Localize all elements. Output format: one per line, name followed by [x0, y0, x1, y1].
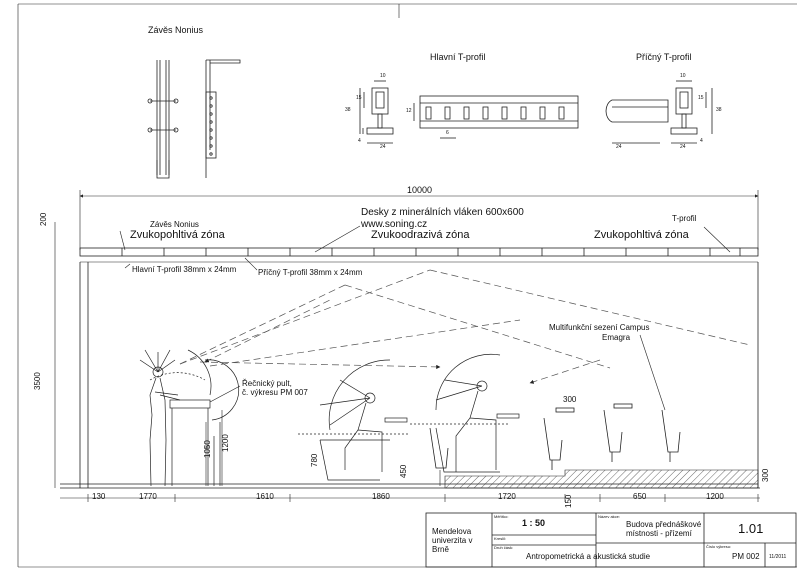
panels-label: Desky z minerálních vláken 600x600 — [361, 207, 524, 218]
ceiling-height-dimension: 200 — [39, 212, 48, 226]
cross-dim-38: 38 — [716, 107, 722, 113]
suspended-ceiling — [79, 247, 759, 263]
height-300-desk: 300 — [563, 395, 577, 404]
t-profile-label: T-profil — [672, 214, 697, 223]
reflective-zone: Zvukoodrazivá zóna — [371, 229, 470, 241]
absorbing-zone-right: Zvukopohltivá zóna — [594, 229, 689, 241]
speaker-figure — [139, 349, 240, 487]
institution-line2: univerzita v — [432, 536, 473, 545]
podium-label-line1: Řečnický pult, — [242, 379, 292, 388]
drawing-number-caption: Číslo výkresu: — [706, 544, 732, 549]
cross-dim-10: 10 — [680, 73, 686, 79]
chair-rows — [429, 403, 681, 470]
part-value: Antropometrická a akustická studie — [526, 552, 651, 561]
dim-130: 130 — [92, 492, 106, 501]
sound-reflection-lines — [179, 269, 751, 384]
dim-1860: 1860 — [372, 492, 390, 501]
main-dim-10: 10 — [380, 73, 386, 79]
cross-profile-title: Příčný T-profil — [636, 52, 692, 62]
main-profile-title: Hlavní T-profil — [430, 52, 486, 62]
drawing-number: PM 002 — [732, 552, 760, 561]
seating-label-line2: Emagra — [602, 333, 631, 342]
scale-value: 1 : 50 — [522, 518, 546, 528]
seating-label-line1: Multifunkční sezení Campus — [549, 323, 650, 332]
building-line1: Budova přednáškové — [626, 520, 702, 529]
title-block-frame — [425, 512, 797, 568]
seated-figure-2 — [410, 353, 520, 473]
cross-dim-4: 4 — [700, 138, 703, 144]
dim-1610: 1610 — [256, 492, 274, 501]
leader-lines — [54, 222, 760, 502]
nonius-detail-title: Závěs Nonius — [148, 25, 204, 35]
cross-t-profile-detail — [605, 80, 713, 144]
height-780: 780 — [310, 453, 319, 467]
institution-line1: Mendelova — [432, 527, 472, 536]
tiered-floor — [444, 469, 759, 489]
nonius-label: Závěs Nonius — [150, 220, 199, 229]
main-dim-12: 12 — [406, 108, 412, 114]
main-t-profile-detail — [359, 80, 579, 144]
height-1050: 1050 — [203, 440, 212, 458]
height-1200: 1200 — [221, 434, 230, 452]
total-width-dimension: 10000 — [407, 185, 433, 195]
main-dim-15: 15 — [356, 95, 362, 101]
dim-650: 650 — [633, 492, 647, 501]
seated-figure-1 — [298, 359, 410, 481]
main-dim-38: 38 — [345, 107, 351, 113]
cross-dim-15: 15 — [698, 95, 704, 101]
main-dim-24: 24 — [380, 144, 386, 150]
dim-1200: 1200 — [706, 492, 724, 501]
dim-1720: 1720 — [498, 492, 516, 501]
website-label: www.soning.cz — [361, 219, 428, 230]
sheet-number: 1.01 — [738, 521, 764, 536]
building-line2: místnosti - přízemí — [626, 529, 692, 538]
main-dim-4: 4 — [358, 138, 361, 144]
room-section — [60, 262, 760, 489]
height-300-step: 300 — [761, 468, 770, 482]
cross-dim-24a: 24 — [680, 144, 686, 150]
drawn-caption: Kreslil: — [494, 536, 507, 541]
height-150: 150 — [564, 494, 573, 508]
main-profile-label: Hlavní T-profil 38mm x 24mm — [132, 265, 237, 274]
dim-1770: 1770 — [139, 492, 157, 501]
scale-caption: Měřítko: — [494, 514, 509, 519]
absorbing-zone-left: Zvukopohltivá zóna — [130, 229, 225, 241]
height-450: 450 — [399, 464, 408, 478]
podium-label-line2: č. výkresu PM 007 — [242, 388, 308, 397]
overall-dimension-line — [79, 190, 759, 250]
cross-dim-24b: 24 — [616, 144, 622, 150]
part-caption: Druh čásk: — [494, 545, 514, 550]
building-caption: Název akce: — [598, 514, 621, 519]
nonius-hanger-detail — [147, 59, 241, 179]
main-dim-6: 6 — [446, 130, 449, 136]
institution-line3: Brně — [432, 545, 449, 554]
room-height-dimension: 3500 — [33, 372, 42, 390]
drawing-date: 11/2011 — [769, 554, 787, 560]
cross-profile-label: Příčný T-profil 38mm x 24mm — [258, 268, 363, 277]
